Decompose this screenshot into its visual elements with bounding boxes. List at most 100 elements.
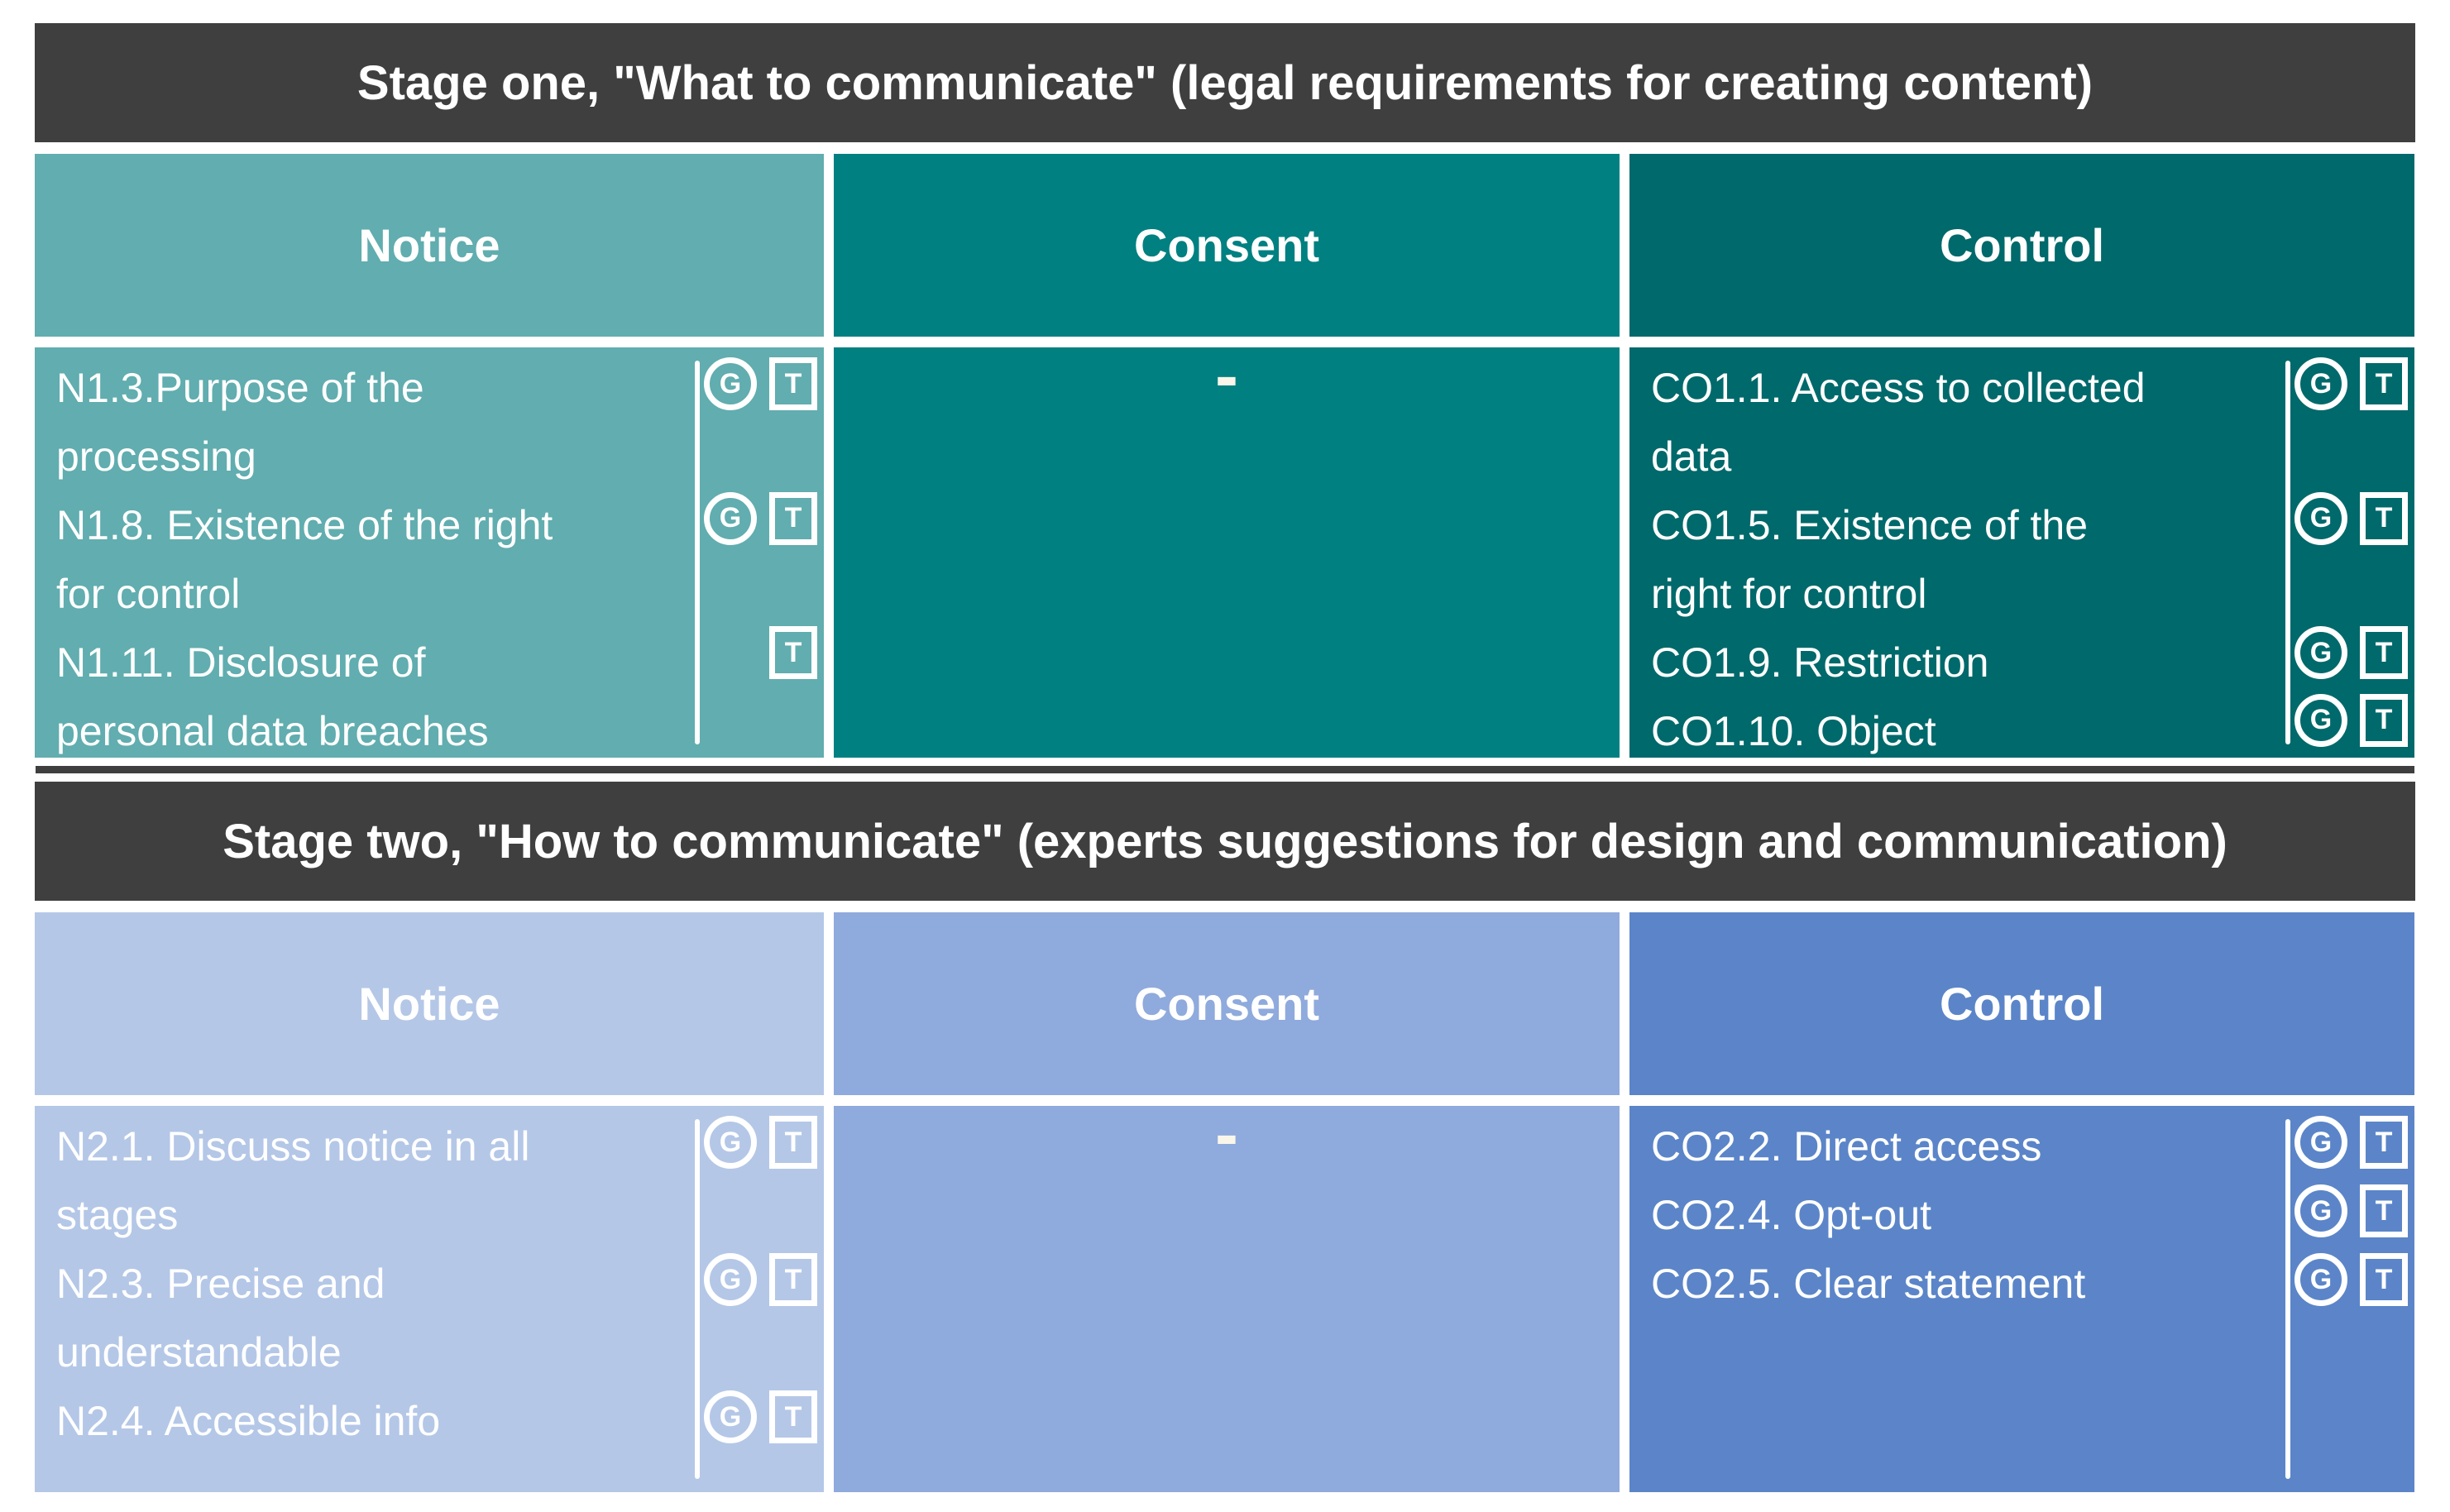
t-square-icon: T <box>2360 1253 2408 1306</box>
g-circle-icon: G <box>2294 357 2347 410</box>
item-line: personal data breaches <box>56 708 489 754</box>
body-cell-consent: - <box>834 347 1620 758</box>
stage-two-header-bar: Stage two, "How to communicate" (experts… <box>35 782 2415 901</box>
empty-cell-dash: - <box>1215 1106 1238 1173</box>
table-container: Stage one, "What to communicate" (legal … <box>35 23 2415 1492</box>
item-line: N2.1. Discuss notice in all <box>56 1123 530 1170</box>
column-header-label-notice: Notice <box>358 978 500 1030</box>
g-circle-icon: G <box>2294 1184 2347 1237</box>
item-line: data <box>1651 433 1732 480</box>
column-header-label-control: Control <box>1939 219 2105 271</box>
g-circle-icon: G <box>2294 693 2347 747</box>
item-line: CO1.9. Restriction <box>1651 639 1989 686</box>
item-line: stages <box>56 1192 179 1238</box>
g-slot: G <box>704 1390 757 1443</box>
item-line: N2.4. Accessible info <box>56 1398 441 1444</box>
column-header-consent: Consent <box>834 912 1620 1095</box>
item-line: CO1.5. Existence of the <box>1651 502 2089 548</box>
t-slot: T <box>2357 1184 2410 1237</box>
g-slot: G <box>704 1116 757 1169</box>
item-line: N1.8. Existence of the right <box>56 502 553 548</box>
stage-one-title: Stage one, "What to communicate" (legal … <box>356 55 2094 110</box>
t-square-icon: T <box>2360 1184 2408 1237</box>
t-slot: T <box>2357 626 2410 680</box>
icon-column-divider-line <box>695 361 700 744</box>
t-slot: T <box>767 1390 820 1443</box>
t-slot: T <box>2357 1253 2410 1306</box>
g-circle-icon: G <box>704 357 757 410</box>
icon-column-divider-line <box>2285 1119 2290 1479</box>
t-slot: T <box>767 357 820 410</box>
column-header-control: Control <box>1629 912 2414 1095</box>
g-slot: G <box>704 357 757 410</box>
t-slot: T <box>2357 357 2410 410</box>
g-circle-icon: G <box>2294 1253 2347 1306</box>
stage-one-column-headers: Notice Consent Control <box>35 154 2415 337</box>
g-circle-icon: G <box>704 1116 757 1169</box>
t-square-icon: T <box>769 1116 817 1169</box>
item-line: right for control <box>1651 571 1927 617</box>
t-square-icon: T <box>769 1253 817 1306</box>
item-line: understandable <box>56 1329 342 1376</box>
column-header-label-consent: Consent <box>1134 978 1319 1030</box>
g-slot: G <box>2294 693 2347 747</box>
column-header-label-consent: Consent <box>1134 219 1319 271</box>
t-slot: T <box>767 1116 820 1169</box>
stage-divider-bar <box>36 766 2414 773</box>
g-slot: G <box>2294 626 2347 680</box>
t-square-icon: T <box>2360 491 2408 545</box>
t-square-icon: T <box>769 1390 817 1443</box>
item-line: CO2.5. Clear statement <box>1651 1261 2086 1307</box>
column-header-consent: Consent <box>834 154 1620 337</box>
t-slot: T <box>2357 1116 2410 1169</box>
t-square-icon: T <box>2360 693 2408 747</box>
item-line: N1.11. Disclosure of <box>56 639 426 686</box>
t-slot: T <box>2357 491 2410 545</box>
column-header-label-notice: Notice <box>358 219 500 271</box>
item-line: CO1.1. Access to collected <box>1651 365 2146 411</box>
column-header-label-control: Control <box>1939 978 2105 1030</box>
item-line: N1.3.Purpose of the <box>56 365 424 411</box>
item-line: CO1.10. Object <box>1651 708 1936 754</box>
column-header-control: Control <box>1629 154 2414 337</box>
stage-one-section: Stage one, "What to communicate" (legal … <box>35 23 2415 758</box>
g-slot: G <box>2294 1184 2347 1237</box>
g-circle-icon: G <box>2294 626 2347 680</box>
icon-column-divider-line <box>2285 361 2290 744</box>
g-slot: G <box>704 491 757 545</box>
stage-two-section: Stage two, "How to communicate" (experts… <box>35 782 2415 1492</box>
g-circle-icon: G <box>2294 491 2347 545</box>
g-slot: G <box>2294 1116 2347 1169</box>
item-line: CO2.4. Opt-out <box>1651 1192 1932 1238</box>
t-slot: T <box>2357 693 2410 747</box>
t-square-icon: T <box>2360 357 2408 410</box>
g-slot-empty <box>704 626 757 679</box>
t-square-icon: T <box>769 626 817 680</box>
g-circle-icon: G <box>704 1390 757 1443</box>
g-circle-icon: G <box>2294 1116 2347 1169</box>
t-square-icon: T <box>2360 1116 2408 1169</box>
stage-two-title: Stage two, "How to communicate" (experts… <box>223 814 2227 868</box>
t-slot: T <box>767 491 820 545</box>
